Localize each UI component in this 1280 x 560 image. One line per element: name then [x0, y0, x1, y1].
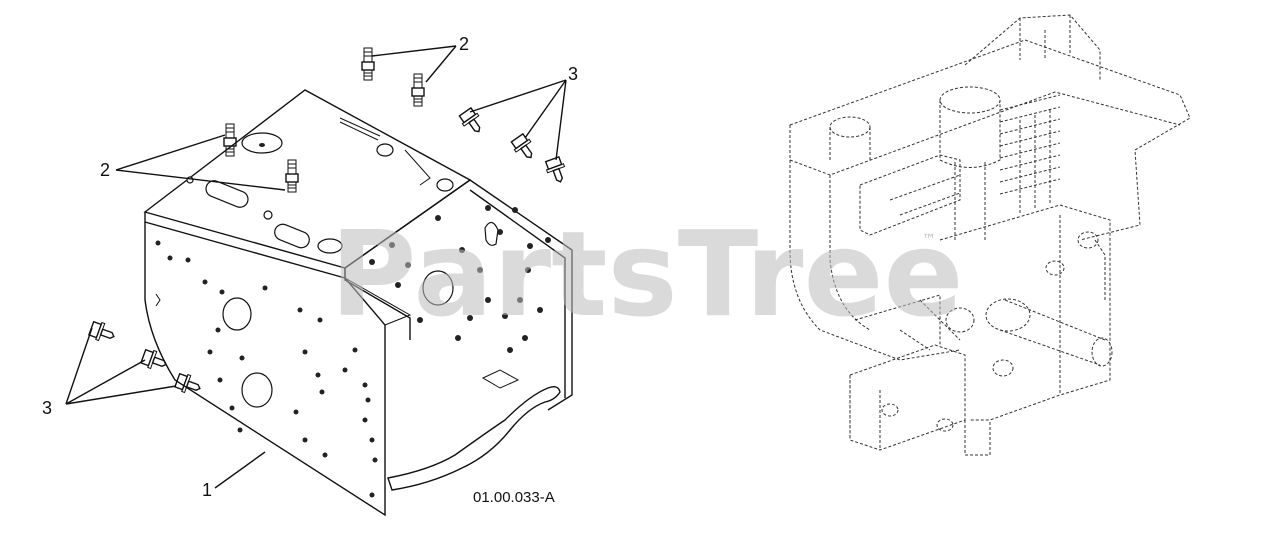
frame-assembly	[143, 89, 573, 517]
callout-2-left: 2	[100, 160, 110, 180]
leader-lines	[65, 45, 567, 489]
callout-2-top: 2	[459, 34, 469, 54]
bolt-6	[174, 372, 201, 394]
callout-3-top: 3	[568, 64, 578, 84]
bolt-2	[510, 132, 533, 159]
stud-bolts	[223, 47, 425, 193]
callout-1: 1	[202, 480, 212, 500]
engine-phantom	[789, 14, 1191, 456]
flange-bolts	[88, 106, 566, 394]
stud-3	[223, 123, 237, 157]
bolt-4	[88, 320, 115, 342]
stud-2	[411, 73, 425, 107]
stud-4	[285, 159, 299, 193]
drawing-number: 01.00.033-A	[473, 489, 555, 506]
watermark-partstree: PartsTree	[330, 205, 964, 343]
watermark-trademark: ™	[922, 232, 936, 248]
bolt-3	[544, 156, 566, 183]
bolt-1	[458, 106, 481, 133]
callout-3-left: 3	[42, 398, 52, 418]
bolt-5	[140, 348, 167, 370]
stud-1	[361, 47, 375, 81]
